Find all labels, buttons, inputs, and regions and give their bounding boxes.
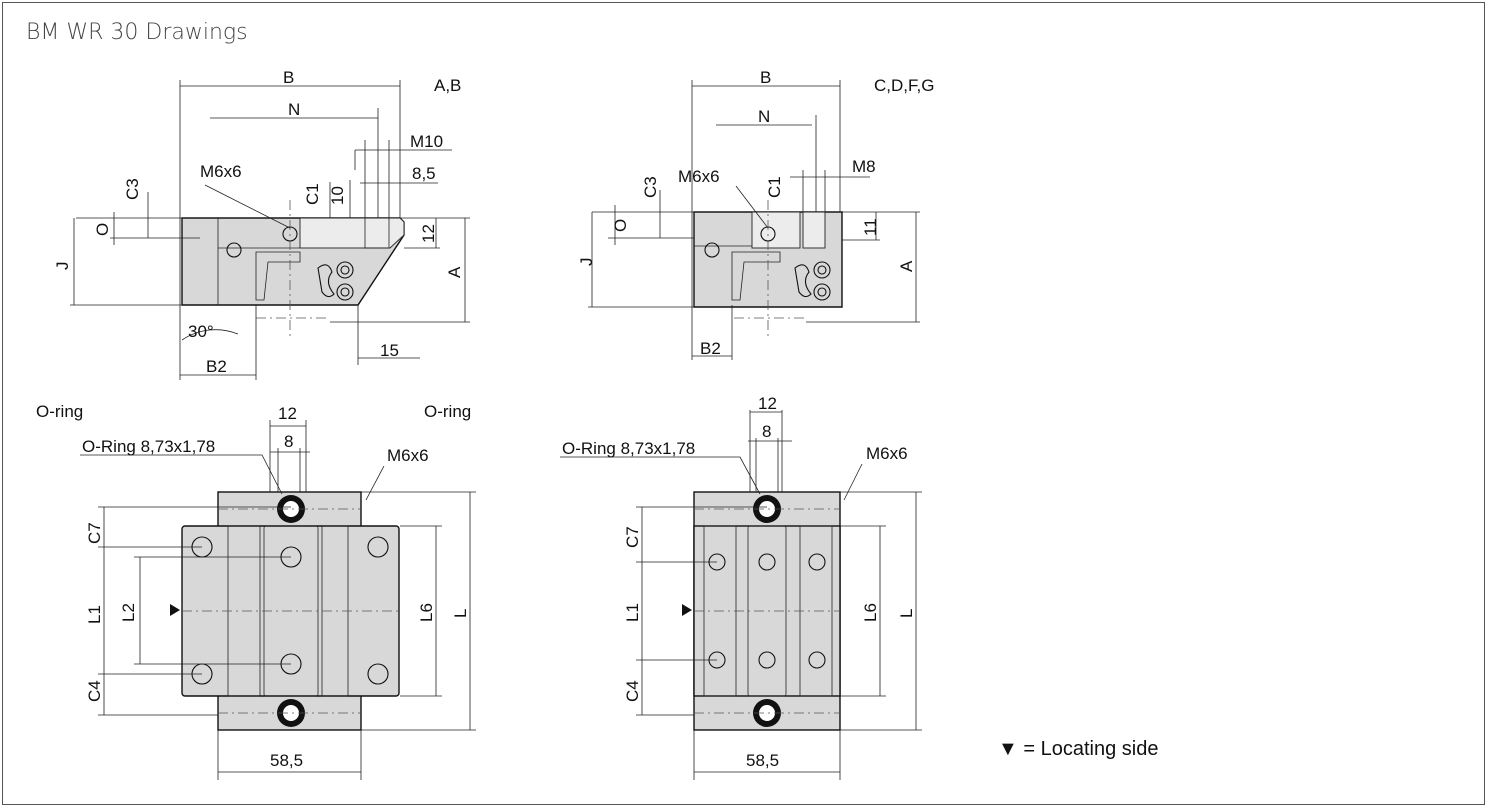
dimension-label: O [93,223,112,236]
front-view-ab: B A,B N M10 8,5 M6x6 C3 O J C1 10 12 A 3… [53,68,470,380]
dimension-label: 58,5 [746,751,779,770]
dimension-label: C7 [623,526,642,548]
dimension-label: M6x6 [866,444,908,463]
dimension-label: L2 [119,603,138,622]
dimension-label: C7 [85,522,104,544]
dimension-label: 10 [328,186,347,205]
dimension-label: 12 [419,224,438,243]
dimension-label: M10 [410,132,443,151]
page-title: BM WR 30 Drawings [26,20,248,45]
dimension-label: O-Ring 8,73x1,78 [562,439,695,458]
dimension-label: L6 [417,603,436,622]
dimension-label: C4 [85,680,104,702]
dimension-label: J [53,262,72,271]
dimension-label: M6x6 [200,162,242,181]
dimension-label: N [758,107,770,126]
dimension-label: C3 [123,178,142,200]
dimension-label: B2 [700,339,721,358]
dimension-label: M8 [852,157,876,176]
dimension-label: C4 [623,680,642,702]
dimension-label: L6 [861,603,880,622]
dimension-label: N [288,100,300,119]
dimension-label: C1 [303,183,322,205]
dimension-label: A [897,260,916,272]
dimension-label: 8 [762,422,771,441]
dimension-label: 11 [861,218,880,236]
dimension-label: O-Ring 8,73x1,78 [82,437,215,456]
dimension-label: B [283,68,294,87]
top-view-cdfg: 12 8 O-Ring 8,73x1,78 M6x6 C7 L1 C4 L6 L… [560,394,922,780]
dimension-label: B [760,68,771,87]
dimension-label: O-ring [36,402,83,421]
dimension-label: C3 [641,176,660,198]
dimension-label: O-ring [424,402,471,421]
dimension-label: J [577,258,596,267]
dimension-label: L [451,609,470,618]
dimension-label: 15 [380,341,399,360]
dimension-label: A [445,266,464,278]
top-view-ab: O-ring O-ring 12 8 O-Ring 8,73x1,78 M6x6… [36,402,476,780]
dimension-label: C1 [765,176,784,198]
dimension-label: L1 [85,605,104,624]
legend-text: = Locating side [1023,738,1159,760]
dimension-label: B2 [206,357,227,376]
dimension-label: 12 [278,404,297,423]
dimension-label: L1 [623,603,642,622]
dimension-label: C,D,F,G [874,76,934,95]
dimension-label: 8,5 [412,164,436,183]
dimension-label: 8 [284,432,293,451]
dimension-label: M6x6 [387,446,429,465]
dimension-label: M6x6 [678,167,720,186]
dimension-label: L [897,609,916,618]
dimension-label: 12 [758,394,777,413]
dimension-label: O [611,219,630,232]
locating-side-icon: ▼ [998,738,1018,760]
dimension-label: A,B [434,76,461,95]
legend-locating-side: ▼ = Locating side [998,738,1158,761]
front-view-cdfg: B C,D,F,G N M8 M6x6 C3 O J C1 11 A B2 [577,68,934,360]
dimension-label: 58,5 [270,751,303,770]
dimension-label: 30° [188,322,214,341]
